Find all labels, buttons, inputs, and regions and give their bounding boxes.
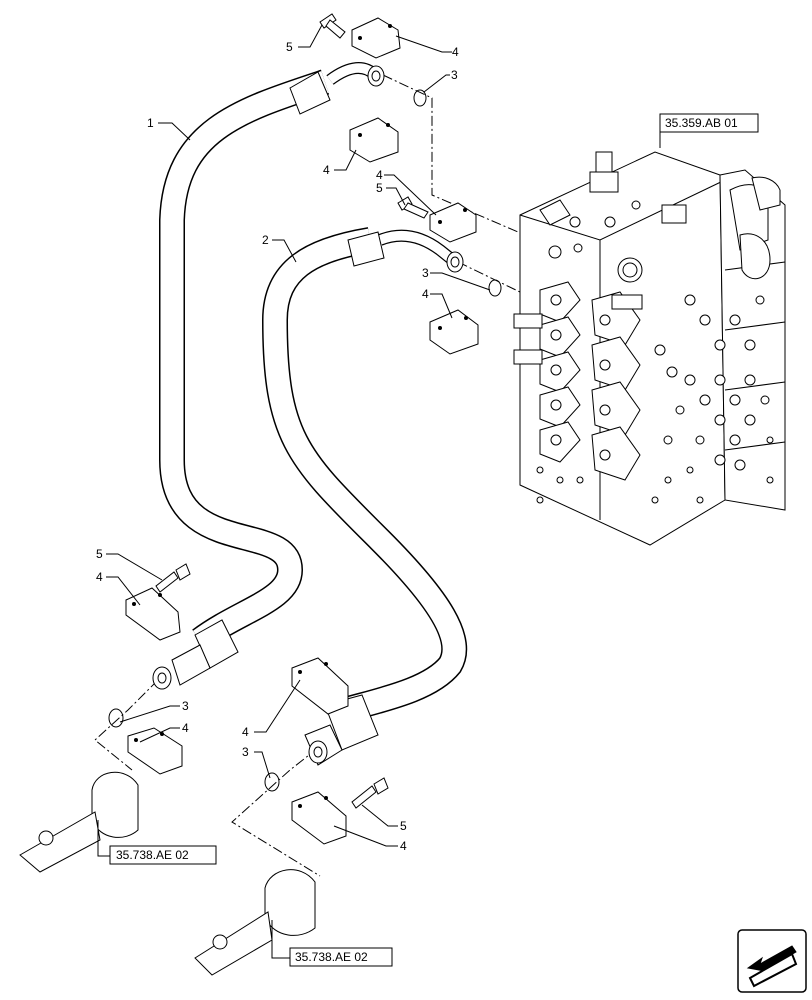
callout-2: 2 <box>262 233 269 247</box>
callout-4: 4 <box>422 287 429 301</box>
hose-1 <box>152 62 385 690</box>
callout-5: 5 <box>376 181 383 195</box>
callout-4: 4 <box>400 839 407 853</box>
callout-4: 4 <box>323 163 330 177</box>
reference-box-pipe-right[interactable]: 35.738.AE 02 <box>289 947 393 967</box>
callout-3: 3 <box>422 266 429 280</box>
callout-3: 3 <box>242 745 249 759</box>
callout-1: 1 <box>147 116 154 130</box>
callout-4: 4 <box>376 168 383 182</box>
callout-5: 5 <box>400 819 407 833</box>
center-lines <box>94 74 521 877</box>
port-holes <box>536 294 774 504</box>
flange-halves <box>125 17 479 845</box>
reference-label-valve: 35.359.AB 01 <box>665 116 738 130</box>
callout-labels: 5 4 3 1 4 4 5 2 3 4 5 4 3 4 4 3 5 4 <box>96 40 459 853</box>
spool-caps-middle <box>591 291 643 481</box>
callout-4: 4 <box>96 570 103 584</box>
reference-box-valve[interactable]: 35.359.AB 01 <box>659 113 759 133</box>
bolts <box>155 13 429 809</box>
callout-4: 4 <box>242 725 249 739</box>
callout-5: 5 <box>286 40 293 54</box>
callout-4: 4 <box>182 721 189 735</box>
spool-caps-left <box>513 281 581 463</box>
callout-5: 5 <box>96 547 103 561</box>
callout-3: 3 <box>451 68 458 82</box>
o-rings <box>108 89 502 792</box>
callout-4: 4 <box>452 45 459 59</box>
callout-3: 3 <box>182 699 189 713</box>
leader-lines <box>97 24 661 959</box>
reference-box-pipe-left[interactable]: 35.738.AE 02 <box>109 845 217 865</box>
arrow-nav-icon[interactable] <box>737 929 807 993</box>
reference-label-pipe-left: 35.738.AE 02 <box>116 848 189 862</box>
reference-label-pipe-right: 35.738.AE 02 <box>295 950 368 964</box>
control-valve <box>513 151 786 546</box>
pipe-flanges <box>19 771 316 976</box>
